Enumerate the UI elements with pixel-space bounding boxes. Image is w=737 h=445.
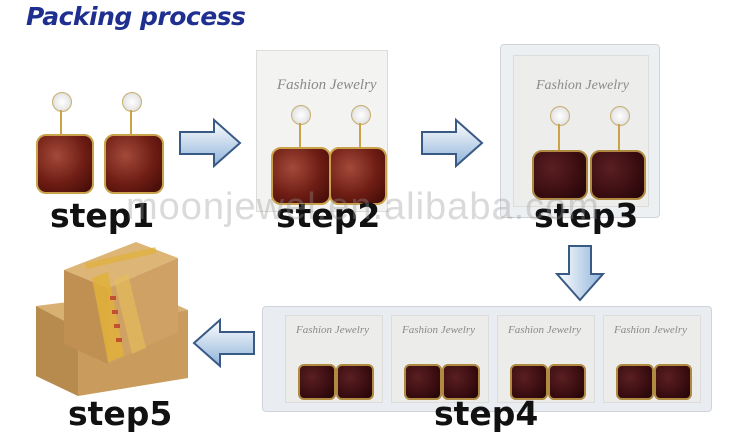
watermark-text: moonjewel.en.alibaba.com: [126, 186, 600, 228]
step4-bag: Fashion Jewelry Fashion Jewelry Fashion …: [262, 306, 712, 412]
earring-gem: [329, 147, 387, 205]
earring-rod: [130, 110, 132, 136]
earring-gem: [442, 364, 480, 400]
earring-gem: [104, 134, 164, 194]
step2-card: Fashion Jewelry: [256, 50, 388, 212]
earring-gem: [271, 147, 331, 205]
card-brand-text: Fashion Jewelry: [614, 324, 688, 336]
earring-rod: [359, 123, 361, 149]
right-arrow-icon: [179, 117, 242, 169]
page-title: Packing process: [26, 2, 246, 31]
earring-stud: [52, 92, 72, 112]
step4-label: step4: [434, 394, 539, 433]
card-brand-text: Fashion Jewelry: [296, 324, 370, 336]
step4-card: Fashion Jewelry: [391, 315, 489, 403]
step2-label: step2: [276, 196, 381, 235]
earring-rod: [618, 124, 620, 152]
earring-gem: [532, 150, 588, 200]
earring-gem: [616, 364, 654, 400]
step3-card: Fashion Jewelry: [513, 55, 649, 207]
earring-gem: [36, 134, 94, 194]
step5-boxes: [36, 242, 188, 396]
earring-gem: [298, 364, 336, 400]
earring-gem: [510, 364, 548, 400]
earring-gem: [654, 364, 692, 400]
earring-gem: [590, 150, 646, 200]
step4-card: Fashion Jewelry: [603, 315, 701, 403]
earring-stud: [291, 105, 311, 125]
step5-label: step5: [68, 394, 173, 433]
step3-label: step3: [534, 196, 639, 235]
card-brand-text: Fashion Jewelry: [508, 324, 582, 336]
earring-gem: [336, 364, 374, 400]
card-brand-text: Fashion Jewelry: [536, 78, 629, 93]
down-arrow-icon: [554, 245, 606, 302]
earring-rod: [60, 110, 62, 136]
step1-label: step1: [50, 196, 155, 235]
earring-stud: [122, 92, 142, 112]
right-arrow-icon: [421, 117, 484, 169]
earring-rod: [558, 124, 560, 152]
step4-card: Fashion Jewelry: [285, 315, 383, 403]
earring-gem: [404, 364, 442, 400]
earring-gem: [548, 364, 586, 400]
left-arrow-icon: [192, 317, 255, 369]
earring-rod: [299, 123, 301, 149]
card-brand-text: Fashion Jewelry: [277, 77, 377, 93]
earring-stud: [610, 106, 630, 126]
card-brand-text: Fashion Jewelry: [402, 324, 476, 336]
step4-card: Fashion Jewelry: [497, 315, 595, 403]
earring-stud: [351, 105, 371, 125]
earring-stud: [550, 106, 570, 126]
step3-bag: Fashion Jewelry: [500, 44, 660, 218]
